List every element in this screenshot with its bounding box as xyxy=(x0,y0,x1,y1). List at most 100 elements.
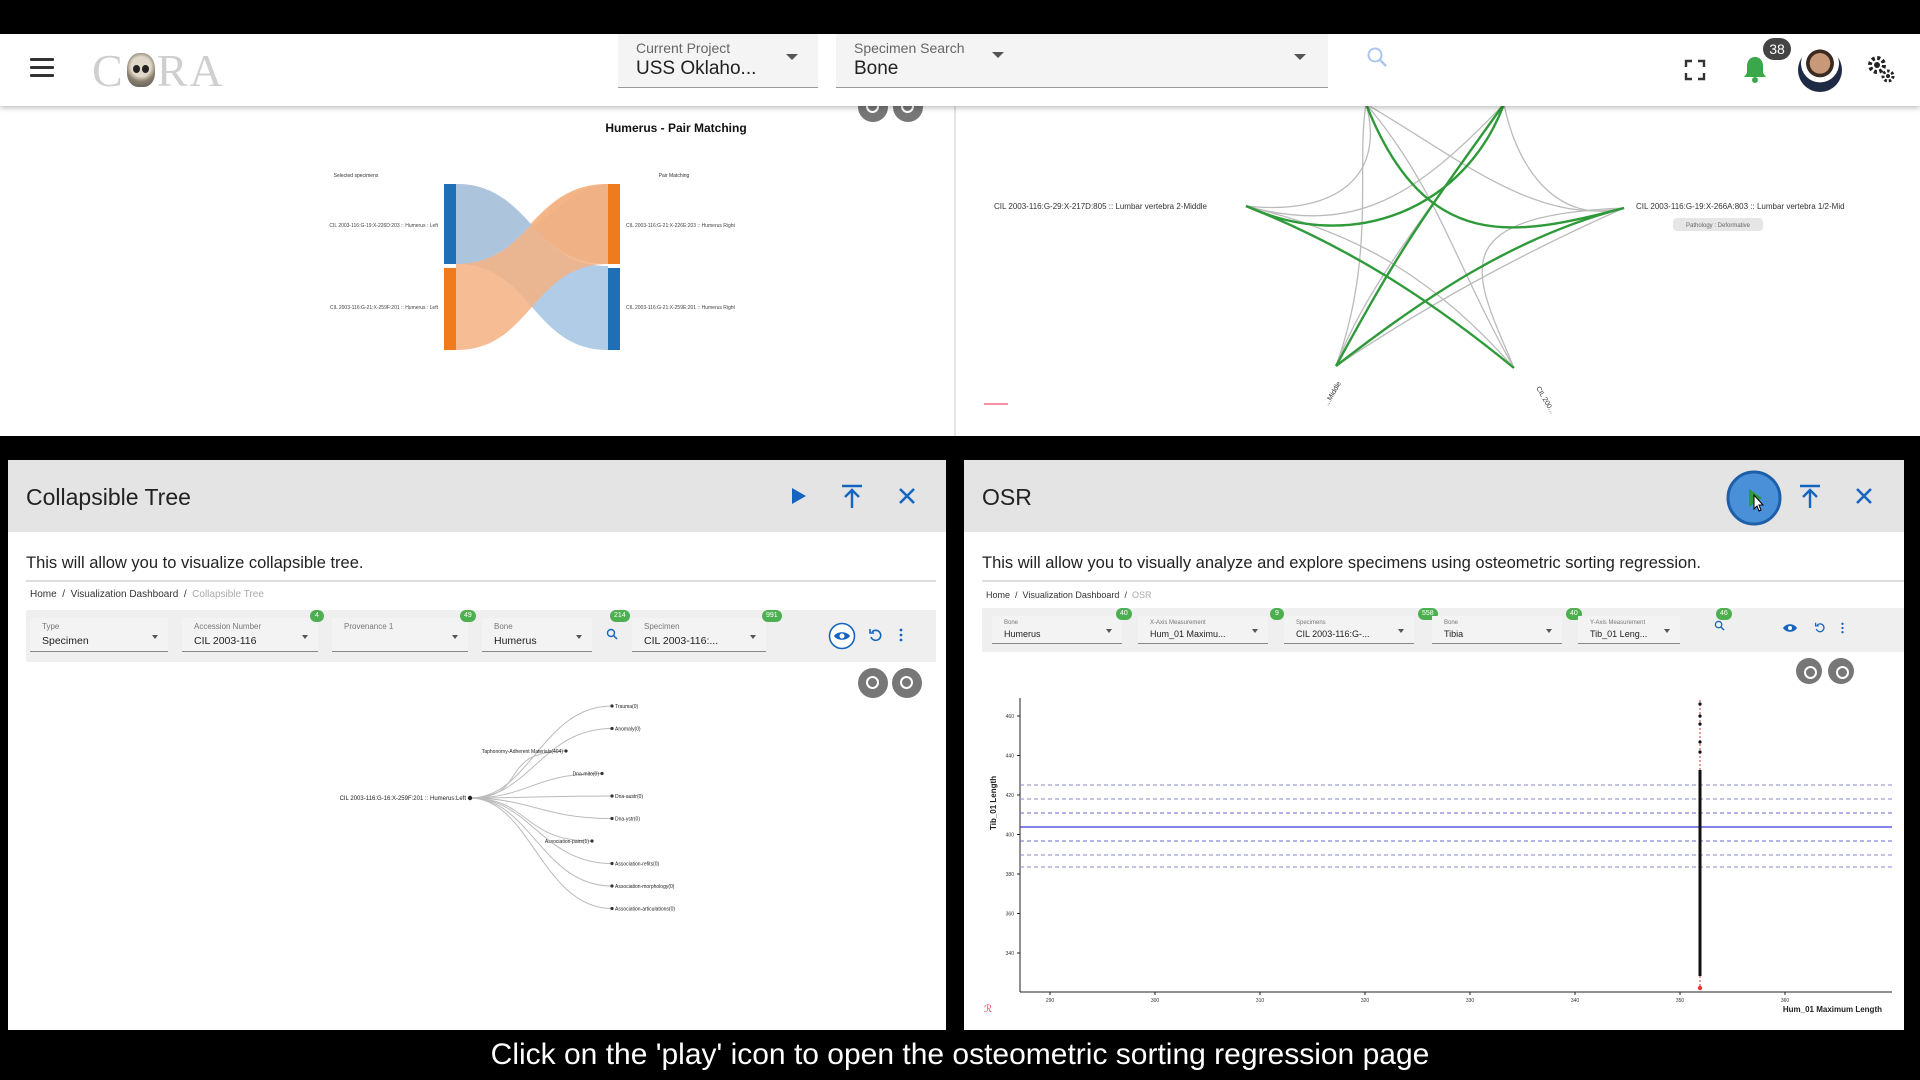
user-avatar[interactable] xyxy=(1798,48,1842,92)
tree-root-label[interactable]: CIL 2003-116:G-16:X-259F:201 :: Humerus:… xyxy=(340,796,467,802)
breadcrumb-visualization[interactable]: Visualization Dashboard xyxy=(70,589,179,600)
y-tick-label: 340 xyxy=(1006,951,1015,957)
bone-filter[interactable]: Bone Humerus xyxy=(992,616,1122,644)
notification-count-badge: 38 xyxy=(1763,38,1791,60)
tree-node-label[interactable]: Dna-mito(0) xyxy=(573,772,600,778)
tree-link xyxy=(469,797,613,864)
tree-node-label[interactable]: Association-articulations(0) xyxy=(615,907,675,913)
tree-node-label[interactable]: Association-refits(0) xyxy=(615,862,660,868)
count-badge: 9 xyxy=(1270,608,1284,620)
tree-node-label[interactable]: Trauma(0) xyxy=(615,704,638,710)
tree-node[interactable] xyxy=(610,861,614,866)
specimen-point[interactable] xyxy=(1698,740,1702,744)
breadcrumb-current: OSR xyxy=(1131,590,1152,600)
sankey-node[interactable] xyxy=(608,268,620,350)
fullscreen-icon[interactable] xyxy=(1683,58,1707,82)
bone-filter[interactable]: Bone Humerus xyxy=(482,618,592,652)
tree-node[interactable] xyxy=(610,906,614,911)
tree-node[interactable] xyxy=(610,794,614,798)
y-tick-label: 420 xyxy=(1006,793,1015,799)
search-icon[interactable] xyxy=(1366,46,1388,68)
count-badge: 4 xyxy=(310,610,324,622)
sankey-node[interactable] xyxy=(608,184,620,264)
play-icon[interactable] xyxy=(782,480,814,512)
filter-label: Y-Axis Measurement xyxy=(1590,620,1646,626)
hamburger-menu-icon[interactable] xyxy=(30,58,54,78)
x-tick-label: 300 xyxy=(1151,998,1160,1004)
sankey-right-label-1: CIL 2003-116:G-21:X-226E:203 :: Humerus … xyxy=(626,223,736,229)
visibility-eye-icon[interactable] xyxy=(1782,622,1798,634)
more-vert-icon[interactable] xyxy=(1840,622,1845,634)
y-tick-label: 440 xyxy=(1006,754,1015,760)
specimen-point[interactable] xyxy=(1698,750,1702,754)
tree-node-label[interactable]: Dna-austr(0) xyxy=(615,794,643,800)
search-icon[interactable] xyxy=(1714,620,1725,631)
tree-node-label[interactable]: Dna-ystr(0) xyxy=(615,817,640,823)
tree-root-node[interactable] xyxy=(467,795,473,801)
visibility-eye-icon[interactable] xyxy=(828,622,856,650)
breadcrumb-visualization[interactable]: Visualization Dashboard xyxy=(1022,590,1120,600)
tree-node[interactable] xyxy=(590,839,594,843)
current-project-select[interactable]: Current Project USS Oklaho... xyxy=(618,34,818,88)
filter-value: Tibia xyxy=(1444,629,1464,639)
filter-value: Specimen xyxy=(42,635,89,647)
y-axis-measurement-filter[interactable]: Y-Axis Measurement Tib_01 Leng... xyxy=(1578,616,1680,644)
specimen-search-select[interactable]: Specimen Search Bone xyxy=(836,34,1328,88)
filter-value: Hum_01 Maximu... xyxy=(1150,629,1226,639)
count-badge: 46 xyxy=(1716,608,1732,620)
zoom-in-icon[interactable] xyxy=(1796,658,1822,684)
chevron-down-icon xyxy=(1664,629,1670,633)
breadcrumb: Home / Visualization Dashboard / OSR xyxy=(986,590,1152,600)
notification-bell-icon[interactable] xyxy=(1740,54,1770,86)
move-to-top-icon[interactable] xyxy=(836,480,868,512)
pair-matching-heading: Pair Matching xyxy=(659,173,690,179)
tree-node[interactable] xyxy=(610,884,614,888)
settings-gear-icon[interactable] xyxy=(1866,54,1896,84)
sankey-right-label-2: CIL 2003-116:G-21:X-259E:201 :: Humerus … xyxy=(626,305,736,311)
close-icon[interactable] xyxy=(891,480,923,512)
tree-node-label[interactable]: Taphonomy-Adherent Materials(404) xyxy=(482,749,563,755)
network-bottom-right-label: CIL 200... xyxy=(1534,386,1555,416)
tree-node-label[interactable]: Association-pairs(1) xyxy=(545,839,590,845)
move-to-top-icon[interactable] xyxy=(1794,480,1826,512)
tree-node[interactable] xyxy=(600,771,604,776)
filter-value: CIL 2003-116:... xyxy=(644,635,719,647)
search-icon[interactable] xyxy=(606,628,618,640)
tree-preview: Home / Visualization Dashboard / Collaps… xyxy=(26,580,936,1028)
specimen-filter[interactable]: Specimen CIL 2003-116:... xyxy=(632,618,766,652)
tree-node[interactable] xyxy=(610,726,614,731)
breadcrumb-home[interactable]: Home xyxy=(986,590,1011,600)
more-vert-icon[interactable] xyxy=(898,628,904,642)
selected-point[interactable] xyxy=(1697,985,1703,991)
specimen-point-cluster[interactable] xyxy=(1698,770,1702,976)
tree-node[interactable] xyxy=(610,704,614,708)
accession-number-filter[interactable]: Accession Number CIL 2003-116 xyxy=(182,618,318,652)
specimens-filter[interactable]: Specimens CIL 2003-116:G-... xyxy=(1284,616,1414,644)
close-icon[interactable] xyxy=(1848,480,1880,512)
type-filter[interactable]: Type Specimen xyxy=(30,618,168,652)
zoom-in-icon[interactable] xyxy=(858,668,888,698)
sankey-node[interactable] xyxy=(444,268,456,350)
sankey-node[interactable] xyxy=(444,184,456,264)
x-axis-measurement-filter[interactable]: X-Axis Measurement Hum_01 Maximu... xyxy=(1138,616,1268,644)
play-icon[interactable] xyxy=(1726,470,1782,526)
specimen-point[interactable] xyxy=(1698,722,1702,726)
panel-title: OSR xyxy=(982,484,1032,510)
provenance-filter[interactable]: Provenance 1 xyxy=(332,618,468,652)
sankey-link[interactable] xyxy=(456,184,608,350)
tree-node-label[interactable]: Association-morphology(0) xyxy=(615,884,675,890)
current-project-label: Current Project xyxy=(636,40,731,56)
zoom-out-icon[interactable] xyxy=(892,668,922,698)
zoom-out-icon[interactable] xyxy=(1828,658,1854,684)
tree-node[interactable] xyxy=(610,816,614,821)
breadcrumb-home[interactable]: Home xyxy=(30,589,57,600)
bone-y-filter[interactable]: Bone Tibia xyxy=(1432,616,1562,644)
specimen-point[interactable] xyxy=(1698,714,1702,718)
tree-node-label[interactable]: Anomaly(0) xyxy=(615,727,641,733)
reset-icon[interactable] xyxy=(1814,622,1825,633)
tree-node[interactable] xyxy=(564,749,568,753)
specimen-point[interactable] xyxy=(1698,702,1702,706)
collapsible-tree-description: This will allow you to visualize collaps… xyxy=(26,554,364,572)
reset-icon[interactable] xyxy=(868,628,882,642)
